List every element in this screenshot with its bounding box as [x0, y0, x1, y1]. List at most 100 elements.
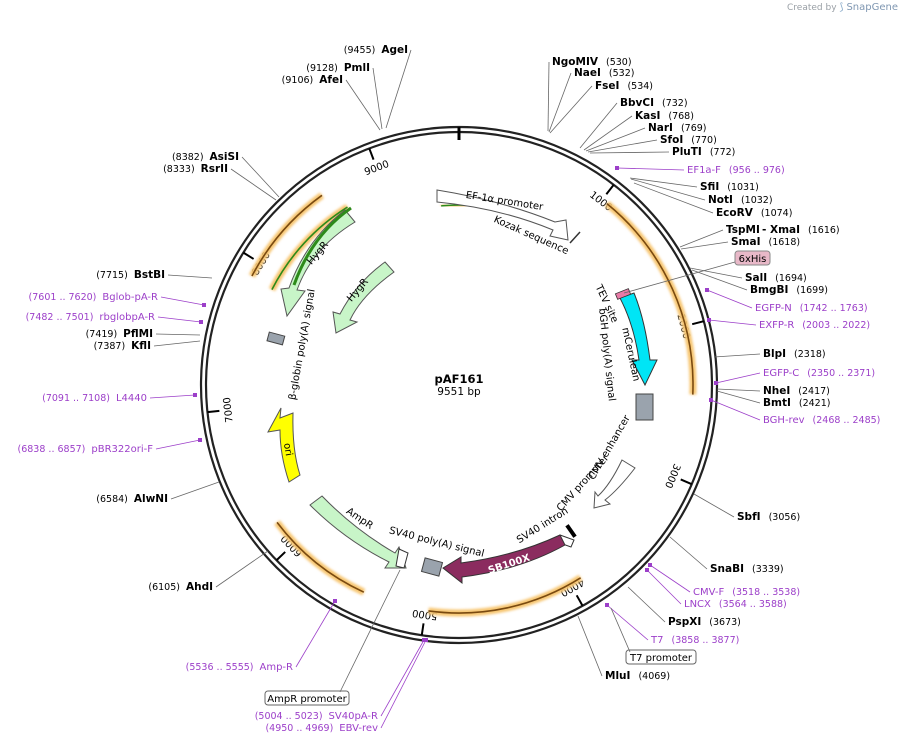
primer-label[interactable]: EF1a-F(956 .. 976)	[687, 165, 785, 176]
site-label[interactable]: BbvCI(732)	[620, 97, 688, 109]
leader-line	[372, 67, 383, 130]
svg-text:EGFP-N(1742 .. 1763): EGFP-N(1742 .. 1763)	[755, 303, 868, 314]
orf-arc-ampr	[276, 521, 365, 593]
primer-label[interactable]: (5536 .. 5555)Amp-R	[186, 662, 293, 673]
svg-text:EF1a-F(956 .. 976): EF1a-F(956 .. 976)	[687, 165, 785, 176]
site-label[interactable]: KasI(768)	[635, 110, 694, 122]
primer-mark	[714, 381, 718, 385]
snapgene-brand: Created by ⟆ SnapGene	[787, 2, 898, 13]
leader-line	[708, 319, 757, 326]
scale-tick-label: 7000	[222, 397, 236, 423]
site-label[interactable]: (6105)AhdI	[148, 581, 213, 593]
site-label[interactable]: SbfI(3056)	[737, 511, 800, 523]
site-label[interactable]: (8382)AsiSI	[172, 151, 239, 163]
site-label[interactable]: - XmaI(1616)	[762, 224, 840, 236]
site-label[interactable]: NarI(769)	[648, 122, 707, 134]
primer-label[interactable]: (7091 .. 7108)L4440	[42, 393, 147, 404]
primer-mark	[705, 288, 709, 292]
leader-line	[170, 481, 220, 500]
site-label[interactable]: NotI(1032)	[708, 194, 773, 206]
site-label[interactable]: SfiI(1031)	[700, 181, 759, 193]
svg-text:SbfI(3056): SbfI(3056)	[737, 511, 800, 523]
svg-text:LNCX(3564 .. 3588): LNCX(3564 .. 3588)	[684, 599, 787, 610]
primer-label[interactable]: EXFP-R(2003 .. 2022)	[759, 320, 870, 331]
svg-text:(9128)PmlI: (9128)PmlI	[306, 62, 370, 74]
scale-tick	[575, 594, 584, 607]
sb100x-arrow	[442, 534, 566, 585]
site-label[interactable]: (7419)PflMI	[86, 328, 153, 340]
svg-text:(5536 .. 5555)Amp-R: (5536 .. 5555)Amp-R	[186, 662, 293, 673]
svg-text:(5004 .. 5023)SV40pA-R: (5004 .. 5023)SV40pA-R	[255, 711, 378, 722]
primer-label[interactable]: LNCX(3564 .. 3588)	[684, 599, 787, 610]
leader-line	[160, 296, 205, 306]
site-label[interactable]: BmtI(2421)	[763, 397, 830, 409]
scale-tick-label: 9000	[363, 159, 391, 178]
site-label[interactable]: SmaI(1618)	[731, 236, 800, 248]
site-label[interactable]: (8333)RsrII	[163, 163, 228, 175]
site-label[interactable]: TspMI	[726, 224, 760, 236]
site-label[interactable]: BmgBI(1699)	[750, 284, 828, 296]
primer-label[interactable]: EGFP-N(1742 .. 1763)	[755, 303, 868, 314]
site-label[interactable]: NheI(2417)	[763, 385, 830, 397]
leader-line	[693, 493, 735, 518]
primer-mark	[709, 398, 713, 402]
leader-line	[646, 569, 682, 605]
primer-mark	[615, 166, 619, 170]
primer-label[interactable]: (7482 .. 7501)rbglobpA-R	[26, 312, 155, 323]
scale-tick	[420, 623, 425, 636]
site-label[interactable]: FseI(534)	[595, 80, 653, 92]
site-label[interactable]: NaeI(532)	[574, 67, 634, 79]
svg-text:(7387)KflI: (7387)KflI	[94, 340, 151, 352]
primer-label[interactable]: CMV-F(3518 .. 3538)	[693, 587, 800, 598]
ef1a-promoter-arrow	[436, 189, 569, 241]
svg-text:PluTI(772): PluTI(772)	[672, 146, 735, 158]
svg-text:- XmaI(1616): - XmaI(1616)	[762, 224, 840, 236]
leader-line	[155, 333, 201, 336]
hygr-orf-line-outer	[292, 206, 352, 286]
leader-line	[715, 372, 761, 384]
feature-arcs	[248, 192, 697, 617]
site-label[interactable]: (6584)AlwNI	[96, 493, 168, 505]
primer-label[interactable]: (4950 .. 4969)EBV-rev	[265, 723, 378, 734]
scale-tick-label: 3000	[662, 462, 682, 490]
primer-label[interactable]: (6838 .. 6857)pBR322ori-F	[18, 444, 154, 455]
scale-tick	[680, 478, 693, 486]
svg-text:EcoRV(1074): EcoRV(1074)	[716, 207, 792, 219]
leader-line	[155, 439, 201, 450]
site-label[interactable]: NgoMIV(530)	[552, 56, 632, 68]
svg-text:NotI(1032): NotI(1032)	[708, 194, 773, 206]
site-label[interactable]: SfoI(770)	[660, 134, 717, 146]
site-label[interactable]: SalI(1694)	[745, 272, 807, 284]
primer-label[interactable]: (5004 .. 5023)SV40pA-R	[255, 711, 378, 722]
primer-label[interactable]: BGH-rev(2468 .. 2485)	[763, 415, 880, 426]
feature-box-label-amppromoter[interactable]: AmpR promoter	[264, 690, 350, 706]
site-label[interactable]: (9106)AfeI	[282, 74, 343, 86]
leader-line	[157, 316, 202, 323]
feature-box-label-t7promoter[interactable]: T7 promoter	[625, 649, 697, 665]
leader-line	[623, 261, 736, 294]
site-label[interactable]: PspXI(3673)	[668, 616, 741, 628]
plasmid-length: 9551 bp	[437, 386, 481, 398]
primer-label[interactable]: (7601 .. 7620)Bglob-pA-R	[29, 292, 158, 303]
site-label[interactable]: (9455)AgeI	[344, 44, 408, 56]
leader-line	[547, 61, 550, 132]
leader-line	[583, 115, 633, 151]
orf-arc-bottom	[428, 577, 582, 614]
leader-line	[633, 182, 714, 214]
site-label[interactable]: BlpI(2318)	[763, 348, 826, 360]
scale-tick	[368, 148, 375, 161]
svg-text:SfoI(770): SfoI(770)	[660, 134, 717, 146]
site-label[interactable]: EcoRV(1074)	[716, 207, 792, 219]
leader-line	[380, 639, 427, 729]
primer-label[interactable]: T7(3858 .. 3877)	[650, 635, 739, 646]
feature-box-label-his[interactable]: 6xHis	[734, 250, 771, 266]
site-label[interactable]: SnaBI(3339)	[710, 563, 784, 575]
primer-label[interactable]: EGFP-C(2350 .. 2371)	[763, 368, 875, 379]
svg-text:FseI(534): FseI(534)	[595, 80, 653, 92]
site-label[interactable]: MluI(4069)	[605, 670, 670, 682]
primer-mark	[202, 303, 206, 307]
site-label[interactable]: (7387)KflI	[94, 340, 151, 352]
site-label[interactable]: (9128)PmlI	[306, 62, 370, 74]
site-label[interactable]: PluTI(772)	[672, 146, 735, 158]
site-label[interactable]: (7715)BstBI	[96, 269, 165, 281]
